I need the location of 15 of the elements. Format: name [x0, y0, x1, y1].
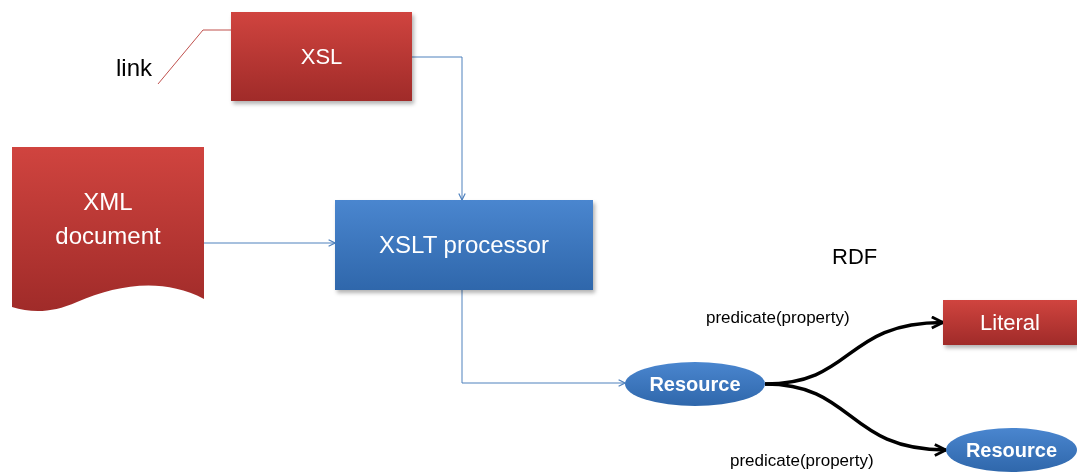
- process-box: XSL: [231, 12, 412, 101]
- arrow: [203, 239, 336, 247]
- link-text: link: [106, 52, 162, 84]
- edge-label: predicate(property): [706, 308, 850, 328]
- arrow: [764, 382, 948, 457]
- process-box: Literal: [943, 300, 1077, 345]
- resource-ellipse: Resource: [625, 362, 765, 406]
- process-box: XSLT processor: [335, 200, 593, 290]
- edge-label: predicate(property): [730, 451, 874, 471]
- arrow: [411, 56, 466, 201]
- resource-ellipse: Resource: [946, 428, 1077, 472]
- arrow: [461, 289, 626, 387]
- diagram-label: RDF: [832, 243, 878, 271]
- document-shape: XML document: [12, 147, 204, 313]
- leader-line: [157, 29, 232, 85]
